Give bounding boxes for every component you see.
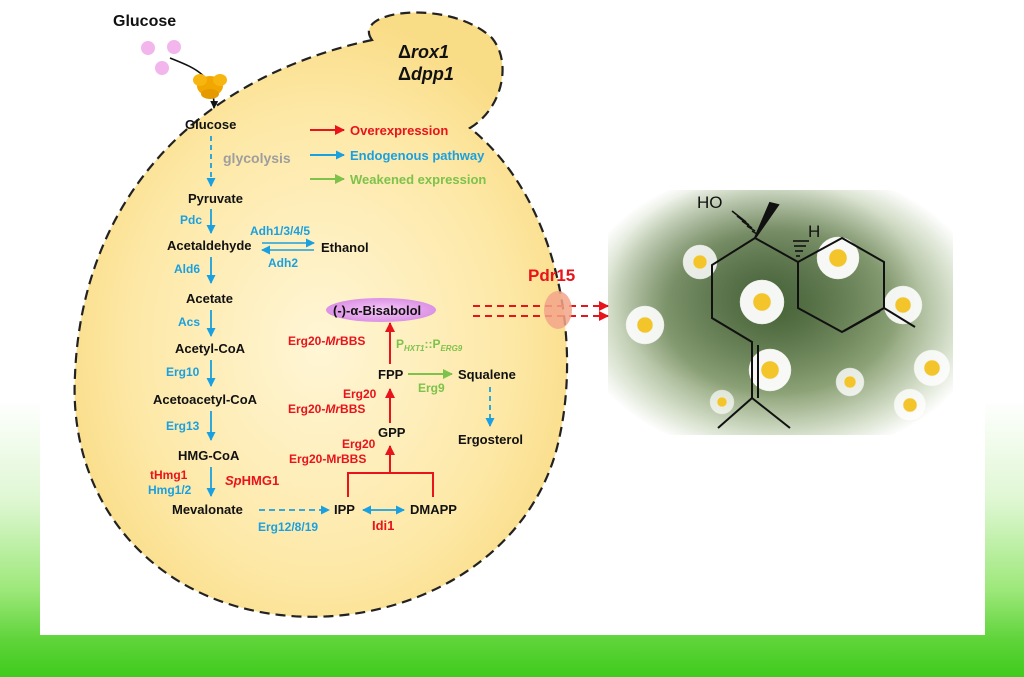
pdr15-label: Pdr15 xyxy=(528,266,575,285)
enzyme-gpp-erg20: Erg20 xyxy=(342,437,376,451)
enzyme-erg10: Erg10 xyxy=(166,365,200,379)
enzyme-hmg12: Hmg1/2 xyxy=(148,483,192,497)
acetaldehyde-label: Acetaldehyde xyxy=(167,238,252,253)
pyruvate-label: Pyruvate xyxy=(188,191,243,206)
legend: Overexpression Endogenous pathway Weaken… xyxy=(310,123,486,187)
pdr15-transporter: Pdr15 xyxy=(473,266,609,329)
enzyme-bbs: Erg20-MrBBS xyxy=(288,334,365,348)
strain-genotype: Δrox1 Δdpp1 xyxy=(398,42,454,84)
bisabolol-structure xyxy=(711,201,916,429)
glycolysis-label: glycolysis xyxy=(223,150,291,166)
promoter-swap: PHXT1::PERG9 xyxy=(396,337,463,353)
enzyme-adh2: Adh2 xyxy=(268,256,298,270)
enzyme-acs: Acs xyxy=(178,315,200,329)
molecule-ho-label: HO xyxy=(697,193,723,212)
enzyme-fpp-erg20: Erg20 xyxy=(343,387,377,401)
bisabolol-label: (-)-α-Bisabolol xyxy=(333,303,421,318)
acetyl-coa-label: Acetyl-CoA xyxy=(175,341,246,356)
glucose-molecules-icon xyxy=(141,40,181,75)
dmapp-label: DMAPP xyxy=(410,502,457,517)
enzyme-erg9: Erg9 xyxy=(418,381,445,395)
bisabolol-highlight xyxy=(326,298,436,322)
enzyme-thmg1: tHmg1 xyxy=(150,468,188,482)
glucose-label: Glucose xyxy=(185,117,236,132)
acetoacetyl-coa-label: Acetoacetyl-CoA xyxy=(153,392,258,407)
yeast-cell xyxy=(73,11,569,618)
ipp-label: IPP xyxy=(334,502,355,517)
enzyme-adh-forward: Adh1/3/4/5 xyxy=(250,224,310,238)
fpp-label: FPP xyxy=(378,367,404,382)
squalene-label: Squalene xyxy=(458,367,516,382)
ergosterol-label: Ergosterol xyxy=(458,432,523,447)
hexose-transporter-icon xyxy=(193,74,227,99)
pdr15-channel-icon xyxy=(544,291,572,329)
mevalonate-label: Mevalonate xyxy=(172,502,243,517)
main-pathway: Glucose glycolysis Pyruvate Pdc Acetalde… xyxy=(148,117,523,534)
hmg-coa-label: HMG-CoA xyxy=(178,448,240,463)
glucose-external-label: Glucose xyxy=(113,13,176,30)
enzyme-erg13: Erg13 xyxy=(166,419,200,433)
enzyme-fpp-erg20-mrbbs: Erg20-MrBBS xyxy=(288,402,365,416)
enzyme-pdc: Pdc xyxy=(180,213,202,227)
enzyme-idi1: Idi1 xyxy=(372,518,394,533)
legend-overexpression: Overexpression xyxy=(350,123,448,138)
acetate-label: Acetate xyxy=(186,291,233,306)
enzyme-gpp-erg20-mrbbs: Erg20-MrBBS xyxy=(289,452,366,466)
svg-text:Δrox1: Δrox1 xyxy=(398,42,449,62)
ethanol-label: Ethanol xyxy=(321,240,369,255)
legend-endogenous: Endogenous pathway xyxy=(350,148,485,163)
chamomile-photo xyxy=(608,190,953,435)
enzyme-erg12-8-19: Erg12/8/19 xyxy=(258,520,318,534)
enzyme-sphmg1: SpHMG1 xyxy=(225,473,279,488)
legend-weakened: Weakened expression xyxy=(350,172,486,187)
gpp-label: GPP xyxy=(378,425,406,440)
molecule-h-label: H xyxy=(808,222,820,241)
svg-text:Δdpp1: Δdpp1 xyxy=(398,64,454,84)
enzyme-ald6: Ald6 xyxy=(174,262,200,276)
